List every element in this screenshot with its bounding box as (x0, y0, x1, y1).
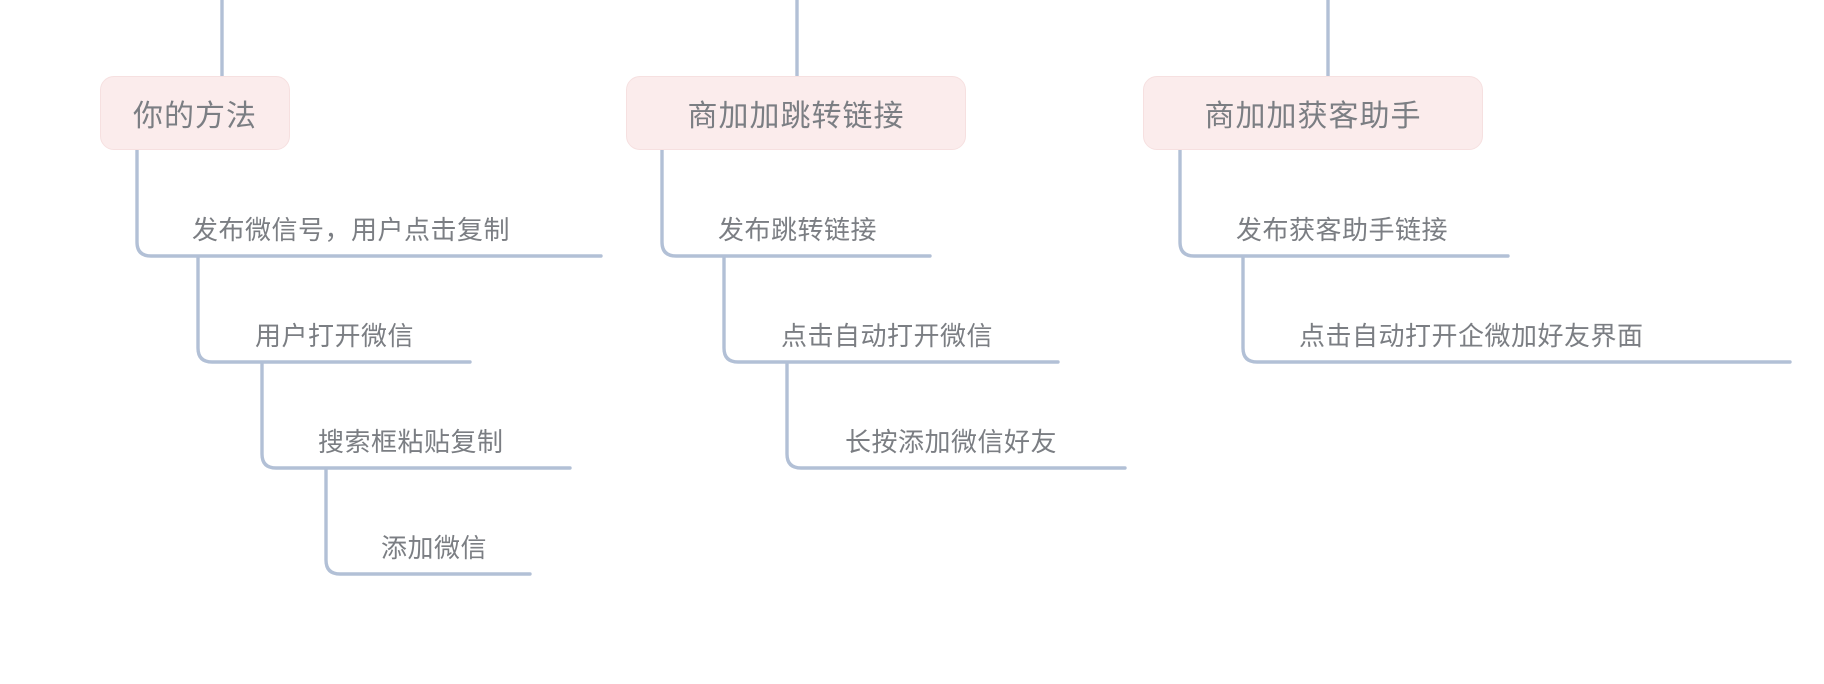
branch-1-step-4-label[interactable]: 添加微信 (381, 533, 488, 563)
branch-2-root-node[interactable]: 商加加跳转链接 (626, 76, 966, 150)
branch-2-step-2-label[interactable]: 点击自动打开微信 (781, 321, 994, 351)
branch-3-root-label: 商加加获客助手 (1204, 100, 1422, 133)
branch-1-root-node[interactable]: 你的方法 (100, 76, 290, 150)
branch-1-root-label: 你的方法 (133, 100, 257, 133)
branch-3-step-1-label[interactable]: 发布获客助手链接 (1236, 215, 1449, 245)
branch-2-step-3-label[interactable]: 长按添加微信好友 (845, 427, 1058, 457)
branch-1-step-3-label[interactable]: 搜索框粘贴复制 (318, 427, 504, 457)
branch-3-root-node[interactable]: 商加加获客助手 (1143, 76, 1483, 150)
branch-3-step-2-label[interactable]: 点击自动打开企微加好友界面 (1299, 321, 1644, 351)
branch-2-root-label: 商加加跳转链接 (687, 100, 905, 133)
branch-2-step-1-label[interactable]: 发布跳转链接 (718, 215, 878, 245)
branch-1-step-2-label[interactable]: 用户打开微信 (255, 321, 415, 351)
branch-1-step-1-label[interactable]: 发布微信号，用户点击复制 (192, 215, 511, 245)
